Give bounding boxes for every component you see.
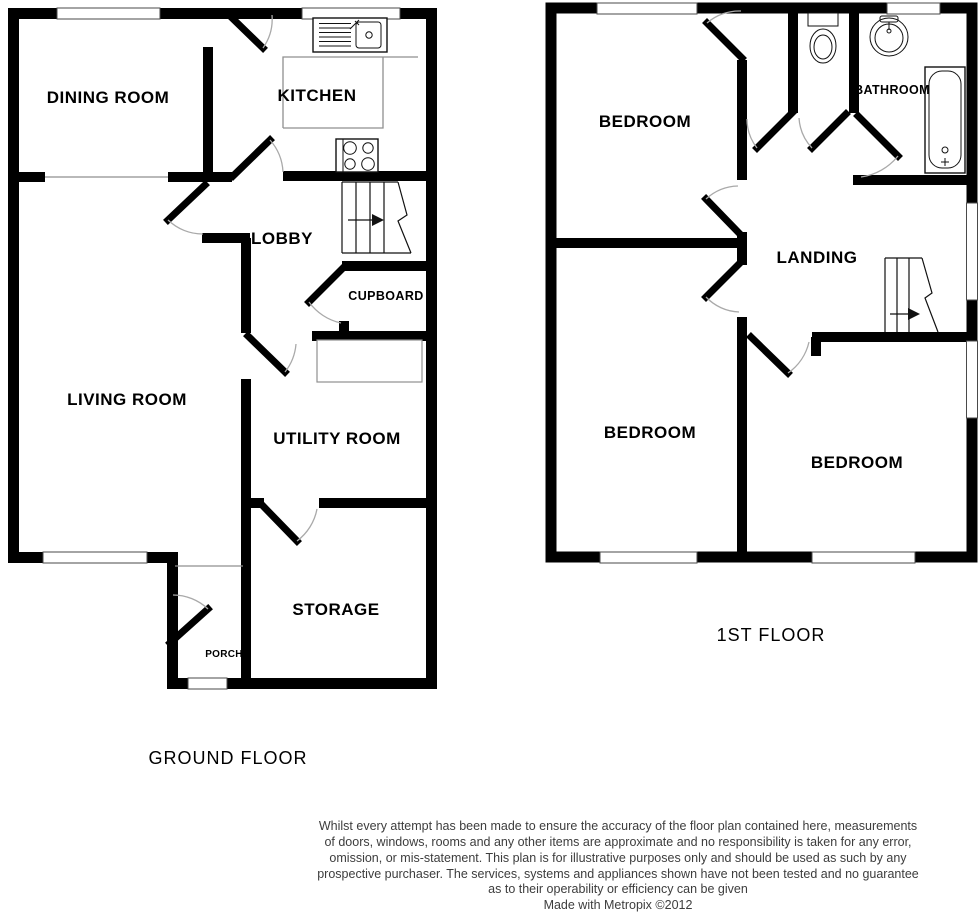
stairs-arrowhead xyxy=(908,308,920,320)
living-room-window xyxy=(42,551,148,564)
footer-disclaimer: Whilst every attempt has been made to en… xyxy=(317,819,919,912)
landing-side-window xyxy=(966,202,978,301)
room-label-storage: STORAGE xyxy=(292,600,379,619)
staircase-first xyxy=(884,257,939,333)
stove-icon xyxy=(335,138,379,173)
dining-room-window xyxy=(56,7,161,20)
staircase-ground xyxy=(341,181,412,254)
bedroom-front-window xyxy=(596,2,698,15)
first-door-leaves xyxy=(701,18,903,378)
stairs-up-arrowhead xyxy=(372,214,384,226)
disclaimer-line: Whilst every attempt has been made to en… xyxy=(319,819,917,833)
ground-outer-walls xyxy=(8,8,437,689)
bathroom-window xyxy=(886,2,941,15)
first-outer-walls xyxy=(545,2,978,563)
room-label-living: LIVING ROOM xyxy=(67,390,187,409)
room-label-kitchen: KITCHEN xyxy=(277,86,356,105)
disclaimer-line: omission, or mis-statement. This plan is… xyxy=(329,851,907,865)
room-label-utility: UTILITY ROOM xyxy=(273,429,401,448)
basin-icon xyxy=(869,15,909,57)
kitchen-sink-icon xyxy=(312,17,388,53)
ground-interior-walls xyxy=(8,47,437,684)
room-label-bathroom: BATHROOM xyxy=(854,83,930,97)
first-floor-plan: BEDROOM BATHROOM LANDING BEDROOM BEDROOM… xyxy=(545,2,978,645)
bedroom-right-window xyxy=(811,551,916,564)
first-floor-caption: 1ST FLOOR xyxy=(717,625,826,645)
disclaimer-line: of doors, windows, rooms and any other i… xyxy=(324,835,911,849)
ground-door-arcs xyxy=(167,14,342,610)
bedroom-right-side-window xyxy=(966,340,978,419)
room-label-bedroom-front: BEDROOM xyxy=(599,112,691,131)
room-label-landing: LANDING xyxy=(777,248,858,267)
room-label-cupboard: CUPBOARD xyxy=(348,289,423,303)
toilet-icon xyxy=(807,12,839,64)
porch-window xyxy=(187,677,228,690)
room-label-porch: PORCH xyxy=(205,649,243,660)
metropix-credit: Made with Metropix ©2012 xyxy=(544,898,693,912)
bathtub-icon xyxy=(924,66,966,174)
bedroom-left-window xyxy=(599,551,698,564)
disclaimer-line: as to their operability or efficiency ca… xyxy=(488,882,748,896)
first-interior-walls xyxy=(551,13,972,558)
room-label-bedroom-left: BEDROOM xyxy=(604,423,696,442)
room-label-dining: DINING ROOM xyxy=(47,88,170,107)
room-label-lobby: LOBBY xyxy=(251,229,313,248)
ground-floor-caption: GROUND FLOOR xyxy=(148,748,307,768)
first-door-arcs xyxy=(705,10,899,374)
utility-worktop xyxy=(316,339,423,383)
ground-door-leaves xyxy=(163,8,349,648)
room-label-bedroom-right: BEDROOM xyxy=(811,453,903,472)
ground-floor-plan: DINING ROOM KITCHEN LOBBY CUPBOARD LIVIN… xyxy=(8,7,437,768)
kitchen-worktop-line xyxy=(282,56,418,129)
disclaimer-line: prospective purchaser. The services, sys… xyxy=(317,867,919,881)
